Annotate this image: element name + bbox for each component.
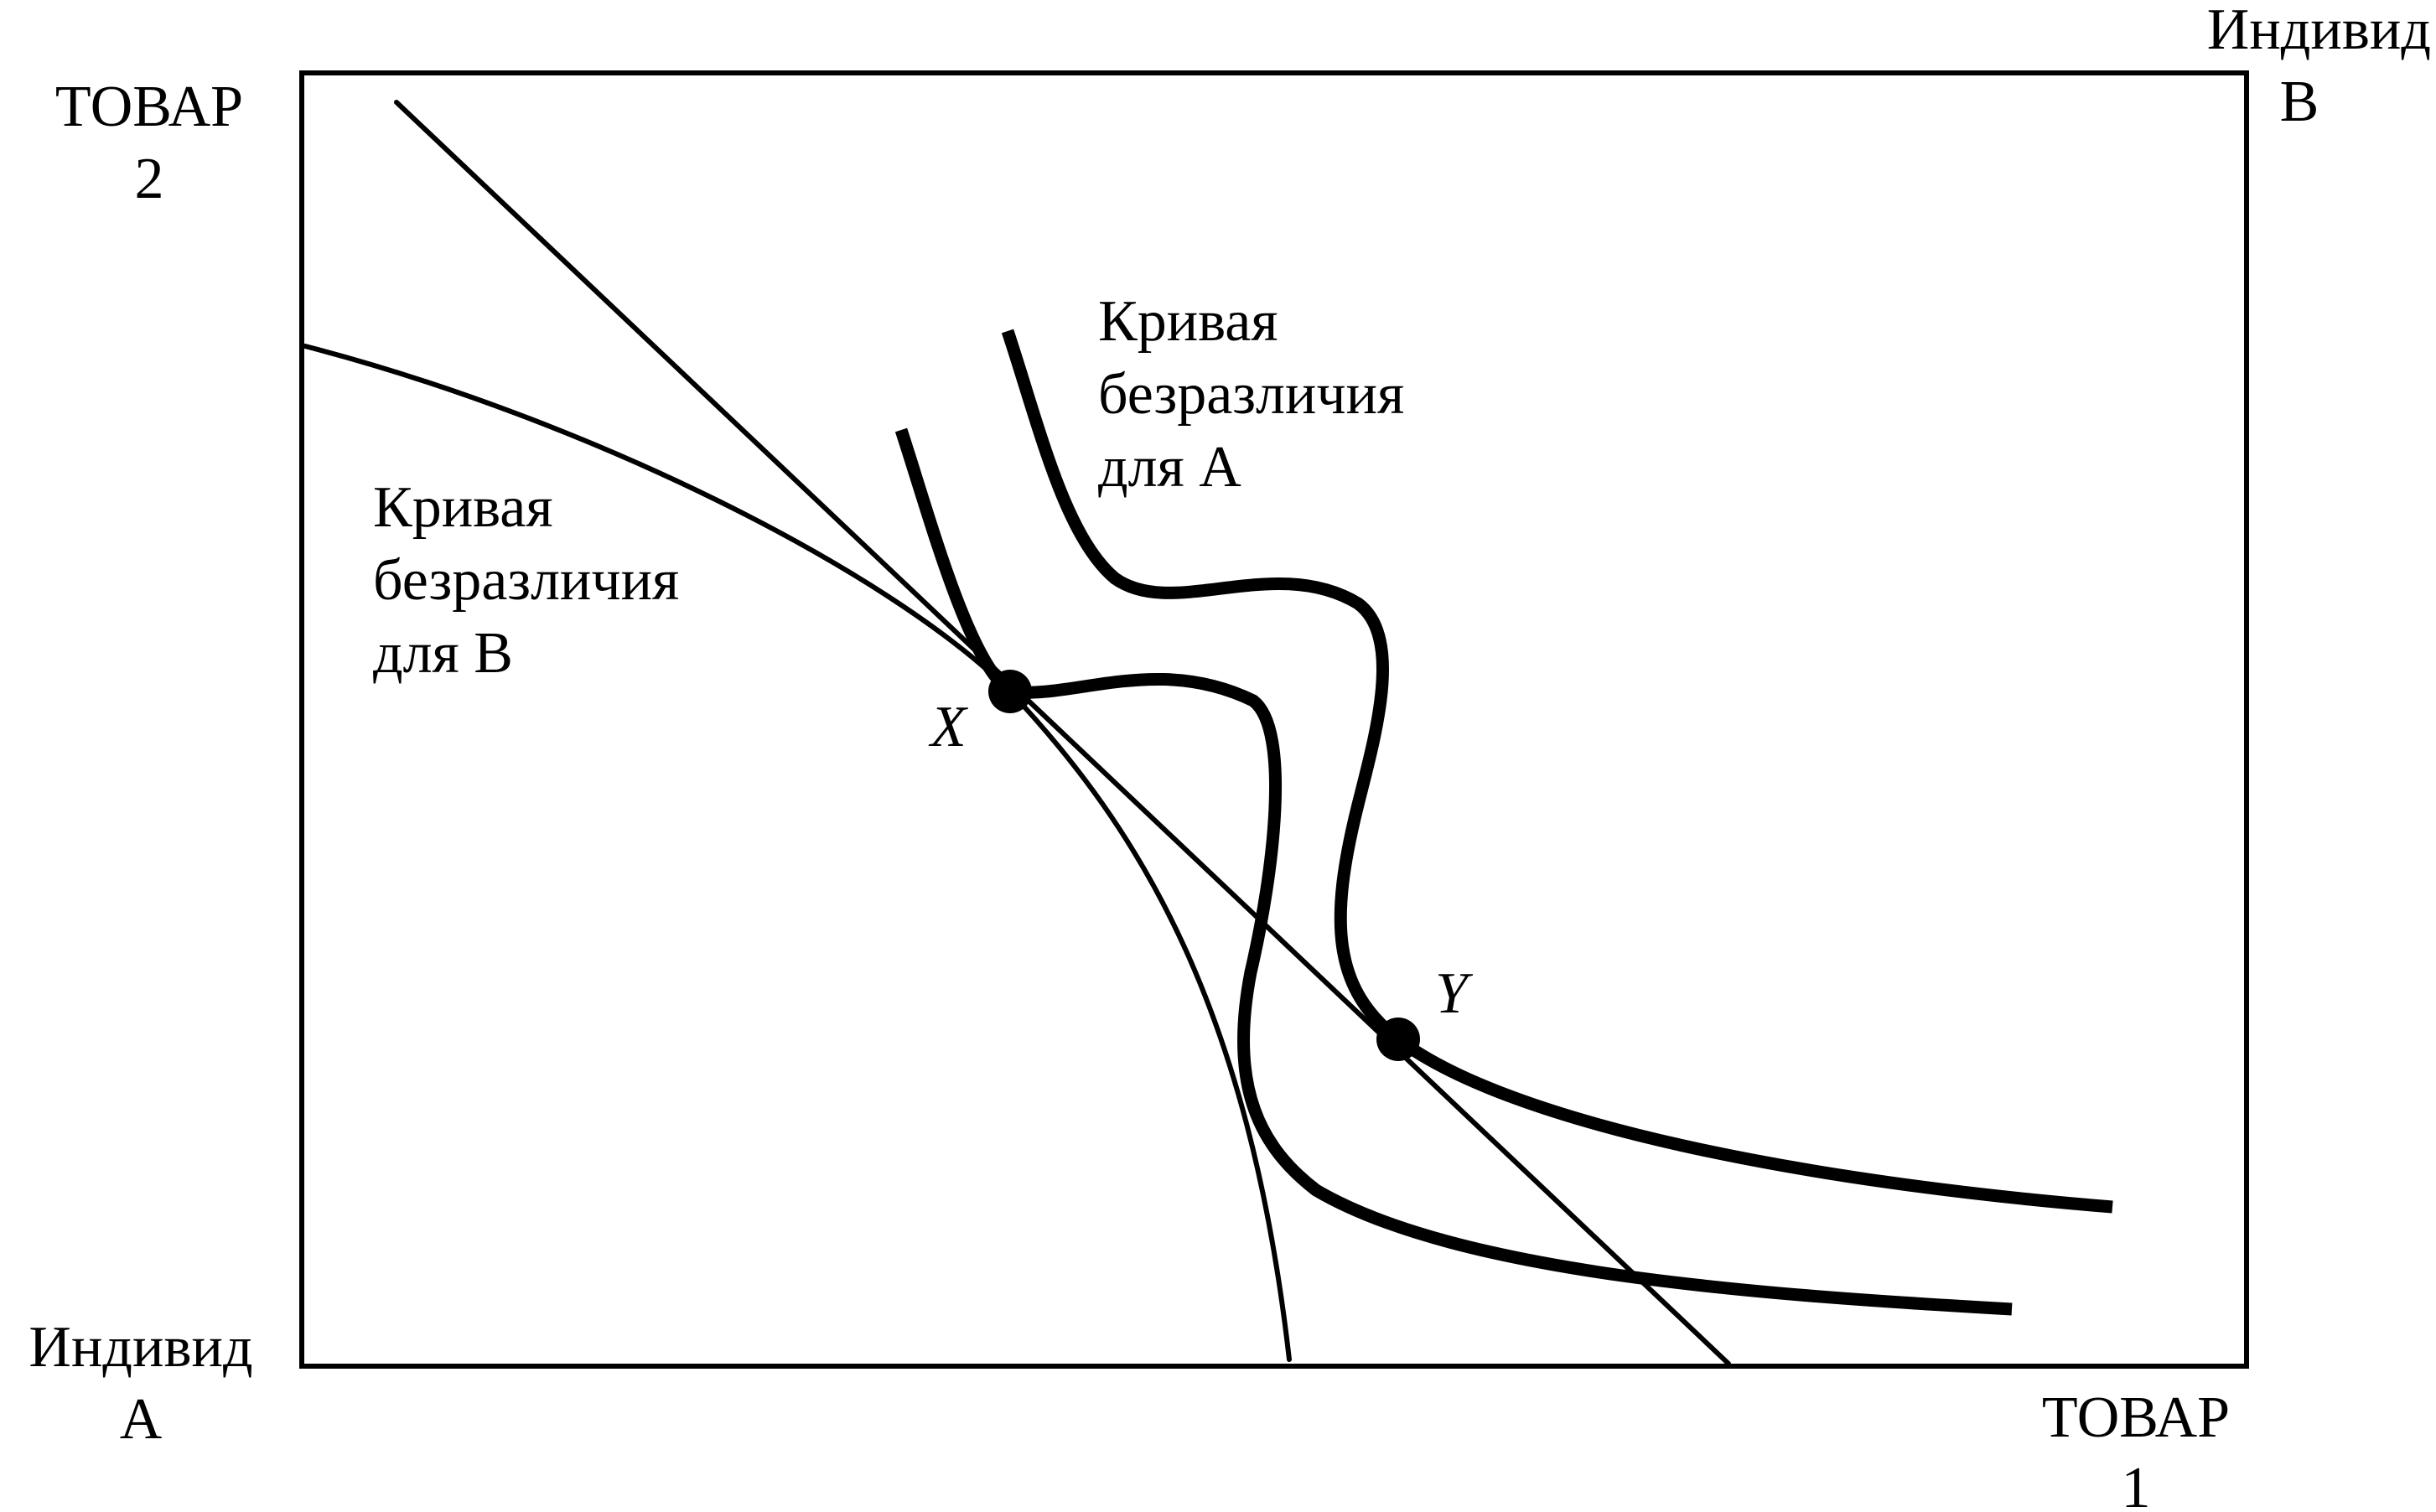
top-left-label-line1: ТОВАР [55,75,243,139]
indifference-curve-a-through-y [1001,329,2113,1214]
point-x-label: X [928,695,969,759]
bottom-right-label-line1: ТОВАР [2042,1385,2230,1450]
top-right-label-line1: Индивид [2207,0,2431,62]
point-y-marker [1376,1017,1420,1061]
point-x-marker [988,670,1032,713]
curve-label-a-line1: Кривая [1098,289,1278,354]
curve-label-b-line3: для B [373,621,513,686]
top-left-label-line2: 2 [135,147,164,211]
tangent-line [394,100,1731,1366]
box-frame [299,70,2249,1369]
bottom-left-label-line2: A [120,1387,163,1452]
curve-label-b-line1: Кривая [373,475,553,540]
curve-label-a-line3: для A [1098,435,1241,500]
curve-label-b-line2: безразличия [373,548,679,613]
bottom-right-label-line2: 1 [2122,1456,2151,1512]
curve-label-a-line2: безразличия [1098,362,1404,427]
point-y-label: Y [1435,961,1474,1026]
top-right-label-line2: B [2280,70,2319,134]
bottom-left-label-line1: Индивид [29,1315,252,1380]
